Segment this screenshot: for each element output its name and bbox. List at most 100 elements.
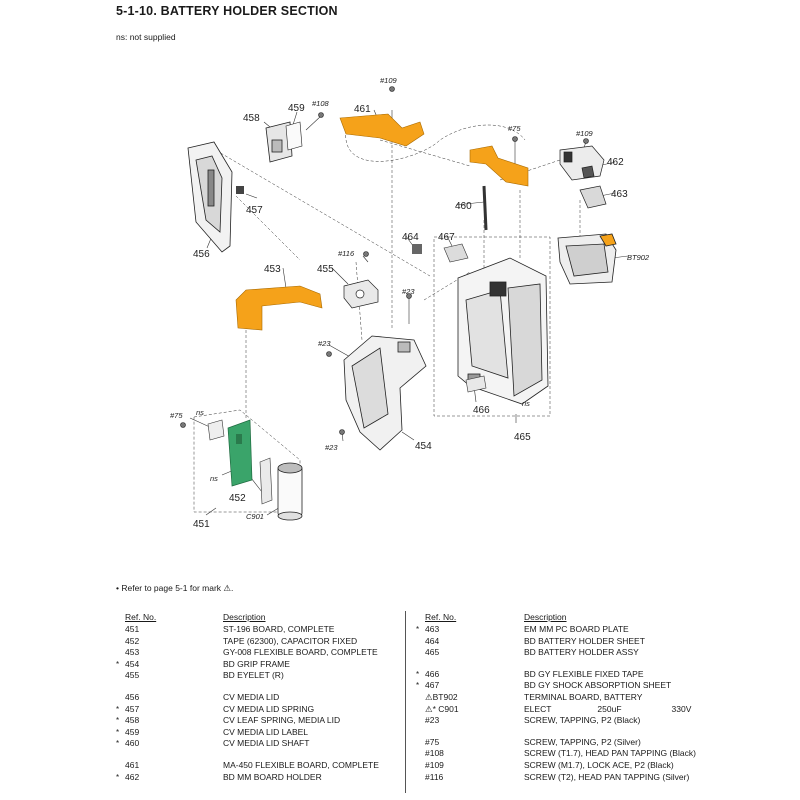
label-464: 464 [402, 232, 419, 243]
label-ns-a: ns [196, 408, 204, 417]
description-header: Description [524, 611, 567, 622]
board-holder-462 [559, 145, 605, 181]
row-description: TAPE (62300), CAPACITOR FIXED [223, 636, 379, 648]
description-text: GY-008 FLEXIBLE BOARD, COMPLETE [223, 647, 378, 658]
label-screw-116: #116 [338, 249, 355, 258]
capacitor-c901 [277, 462, 303, 521]
row-ref-no: 466 [425, 668, 440, 679]
table-gap-cell [416, 659, 696, 669]
ref-no-header: Ref. No. [125, 611, 157, 622]
description-text: SCREW (M1.7), LOCK ACE, P2 (Black) [524, 759, 674, 770]
description-text: TERMINAL BOARD, BATTERY [524, 691, 643, 702]
row-ref-no: #75 [425, 736, 440, 747]
description-text: SCREW, TAPPING, P2 (Black) [524, 715, 641, 726]
label-screw-109a: #109 [380, 76, 398, 85]
label-453: 453 [264, 264, 281, 275]
board-plate-463 [579, 185, 607, 209]
row-ref-no: #23 [425, 715, 440, 726]
row-mark [416, 772, 425, 784]
row-mark: * [416, 625, 420, 634]
row-description: CV MEDIA LID [223, 692, 379, 704]
description-text: MA-450 FLEXIBLE BOARD, COMPLETE [223, 759, 379, 770]
table-gap-cell [416, 727, 696, 737]
label-455: 455 [317, 264, 334, 275]
label-454: 454 [415, 441, 432, 452]
label-457: 457 [246, 205, 263, 216]
shaft-460 [482, 185, 488, 231]
description-text: TAPE (62300), CAPACITOR FIXED [223, 635, 358, 646]
row-mark [416, 636, 425, 648]
row-description: GY-008 FLEXIBLE BOARD, COMPLETE [223, 647, 379, 659]
fixed-tape-466 [465, 375, 487, 393]
row-mark [416, 647, 425, 659]
row-ref-no: 455 [125, 670, 140, 681]
table-row: 451 ST-196 BOARD, COMPLETE [116, 624, 379, 636]
part-labels: 456 457 458 459 #108 #109 461 #75 #109 4… [170, 76, 650, 530]
description-text: SCREW (T1.7), HEAD PAN TAPPING (Black) [524, 748, 696, 759]
capacitor-tape-452 [259, 457, 273, 505]
table-header-row: Ref. No. Description [416, 611, 696, 624]
row-description: BD EYELET (R) [223, 670, 379, 682]
row-mark [416, 704, 425, 716]
label-452: 452 [229, 493, 246, 504]
grip-frame-454 [343, 335, 427, 451]
description-text: CV MEDIA LID [223, 691, 280, 702]
ref-no-header: Ref. No. [425, 611, 457, 622]
row-description: BD GRIP FRAME [223, 659, 379, 671]
description-text: BD EYELET (R) [223, 670, 284, 681]
description-text: CV MEDIA LID SPRING [223, 703, 315, 714]
row-ref-no: 458 [125, 715, 140, 726]
row-ref-no: 456 [125, 691, 140, 702]
description-text: BD GY FLEXIBLE FIXED TAPE [524, 668, 644, 679]
row-ref-no: 452 [125, 635, 140, 646]
row-ref-no: 467 [425, 680, 440, 691]
label-screw-23b: #23 [318, 339, 331, 348]
row-description: ST-196 BOARD, COMPLETE [223, 624, 379, 636]
table-gap-row [116, 750, 379, 760]
label-463: 463 [611, 189, 628, 200]
row-description: CV MEDIA LID SPRING [223, 704, 379, 716]
row-description: CV MEDIA LID LABEL [223, 727, 379, 739]
label-462: 462 [607, 157, 624, 168]
row-mark [416, 692, 425, 704]
description-text: BD MM BOARD HOLDER [223, 771, 322, 782]
row-ref-no: 462 [125, 771, 140, 782]
capacitance-value: 250uF [597, 703, 622, 714]
row-mark: * [116, 727, 120, 737]
table-row: #23 SCREW, TAPPING, P2 (Black) [416, 715, 696, 727]
label-c901: C901 [246, 512, 264, 521]
voltage-value: 330V [671, 703, 692, 714]
shock-sheet-467 [443, 243, 469, 263]
label-460: 460 [455, 201, 472, 212]
label-466: 466 [473, 405, 490, 416]
label-screw-109b: #109 [576, 129, 594, 138]
label-ns-465: ns [522, 399, 530, 408]
row-mark: * [116, 739, 120, 749]
row-mark [116, 760, 125, 772]
row-ref-no: 451 [125, 624, 140, 634]
table-gap-cell [116, 682, 379, 692]
refer-note: • Refer to page 5-1 for mark ⚠. [116, 583, 234, 593]
row-ref-no: 460 [125, 738, 140, 749]
label-screw-75b: #75 [170, 411, 183, 420]
table-row: 452 TAPE (62300), CAPACITOR FIXED [116, 636, 379, 648]
battery-terminal-bt902 [557, 233, 617, 285]
row-mark: * [416, 669, 420, 679]
description-text: BD BATTERY HOLDER ASSY [524, 647, 639, 658]
ns-note: ns: not supplied [116, 32, 176, 42]
row-mark [116, 647, 125, 659]
row-description: BD BATTERY HOLDER SHEET [524, 636, 696, 648]
row-mark [416, 760, 425, 772]
